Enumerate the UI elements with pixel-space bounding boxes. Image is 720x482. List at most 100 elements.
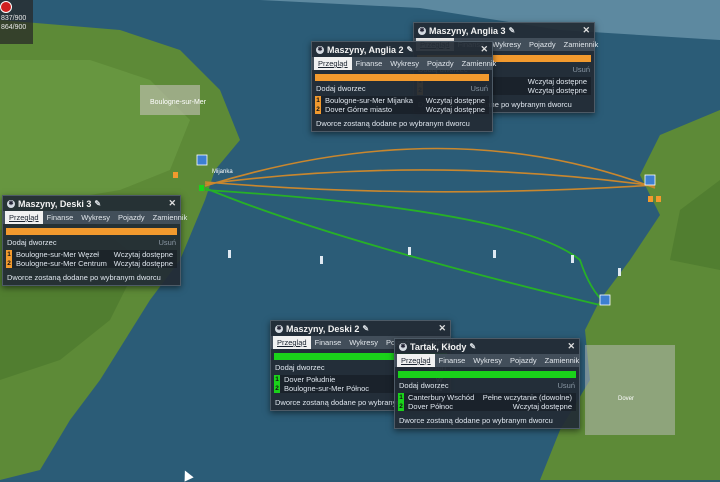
remove-station-button[interactable]: Usuń <box>470 84 488 93</box>
gear-icon: ✱ <box>275 324 283 333</box>
station-load-status[interactable]: Wczytaj dostępne <box>425 105 485 114</box>
panel-title: Maszyny, Deski 3 <box>18 198 92 209</box>
tab-4[interactable]: Zamiennik <box>544 356 580 365</box>
tab-1[interactable]: Finanse <box>438 356 466 365</box>
station-name: Dover Północ <box>408 402 454 411</box>
panel-note: Dworce zostaną dodane po wybranym dworcu <box>7 273 161 282</box>
gear-icon: ✱ <box>7 199 15 208</box>
panel-titlebar[interactable]: ✱Maszyny, Anglia 2✎ ✕ <box>312 42 492 57</box>
station-row[interactable]: 2 Dover Górne miasto Wczytaj dostępne <box>315 105 489 114</box>
station-number: 2 <box>6 259 12 268</box>
panel-title: Maszyny, Anglia 2 <box>327 44 404 55</box>
station-number: 2 <box>315 105 321 114</box>
panel-title: Maszyny, Anglia 3 <box>429 25 506 36</box>
remove-station-button[interactable]: Usuń <box>557 381 575 390</box>
station-name: Boulogne-sur-Mer Centrum <box>16 259 107 268</box>
route-color-bar <box>398 371 576 378</box>
station-row[interactable]: 2 Boulogne-sur-Mer Centrum Wczytaj dostępn… <box>6 259 177 268</box>
tab-0[interactable]: Przegląd <box>314 57 352 70</box>
station-row[interactable]: 1 Canterbury Wschód Pełne wczytanie (dowol… <box>398 393 576 402</box>
tab-3[interactable]: Pojazdy <box>426 59 454 68</box>
station-load-status[interactable]: Wczytaj dostępne <box>113 259 173 268</box>
hud-count-1: 837/900 <box>1 15 27 22</box>
panel-title: Tartak, Kłody <box>410 341 467 352</box>
tab-4[interactable]: Zamiennik <box>461 59 497 68</box>
panel-titlebar[interactable]: ✱Tartak, Kłody✎ ✕ <box>395 339 579 354</box>
panel-titlebar[interactable]: ✱Maszyny, Deski 2✎ ✕ <box>271 321 450 336</box>
station-load-status[interactable]: Wczytaj dostępne <box>512 402 572 411</box>
tab-0[interactable]: Przegląd <box>5 211 43 224</box>
tab-1[interactable]: Finanse <box>314 338 342 347</box>
tab-0[interactable]: Przegląd <box>397 354 435 367</box>
rename-icon[interactable]: ✎ <box>469 342 477 351</box>
close-icon[interactable]: ✕ <box>438 323 446 333</box>
tab-3[interactable]: Pojazdy <box>528 40 556 49</box>
station-load-status[interactable]: Pełne wczytanie (dowolne) <box>482 393 572 402</box>
station-load-status[interactable]: Wczytaj dostępne <box>113 250 173 259</box>
add-station-button[interactable]: Dodaj dworzec <box>399 381 449 390</box>
station-load-status[interactable]: Wczytaj dostępne <box>527 86 587 95</box>
alert-icon[interactable] <box>0 1 12 13</box>
gear-icon: ✱ <box>399 342 407 351</box>
add-station-row: Dodaj dworzec Usuń <box>395 381 579 391</box>
gear-icon: ✱ <box>418 26 426 35</box>
add-station-row: Dodaj dworzec Usuń <box>3 238 180 248</box>
tab-1[interactable]: Finanse <box>355 59 383 68</box>
tab-0[interactable]: Przegląd <box>273 336 311 349</box>
tab-1[interactable]: Finanse <box>46 213 74 222</box>
panel-titlebar[interactable]: ✱Maszyny, Deski 3✎ ✕ <box>3 196 180 211</box>
tab-2[interactable]: Wykresy <box>390 59 419 68</box>
rename-icon[interactable]: ✎ <box>362 324 370 333</box>
tab-2[interactable]: Wykresy <box>492 40 521 49</box>
tab-2[interactable]: Wykresy <box>349 338 378 347</box>
panel-note: Dworce zostaną dodane po wybranym dworcu <box>418 100 572 109</box>
add-station-button[interactable]: Dodaj dworzec <box>7 238 57 247</box>
hud-count-2: 864/900 <box>1 24 27 32</box>
close-icon[interactable]: ✕ <box>582 25 590 35</box>
map-label-mijanka: Mijanka <box>212 169 233 175</box>
add-station-button[interactable]: Dodaj dworzec <box>275 363 325 372</box>
tab-4[interactable]: Zamiennik <box>152 213 188 222</box>
station-number: 1 <box>398 393 404 402</box>
rename-icon[interactable]: ✎ <box>406 45 414 54</box>
gear-icon: ✱ <box>316 45 324 54</box>
route-color-bar <box>417 55 591 62</box>
close-icon[interactable]: ✕ <box>168 198 176 208</box>
tab-3[interactable]: Pojazdy <box>509 356 537 365</box>
station-name: Canterbury Wschód <box>408 393 475 402</box>
route-color-bar <box>315 74 489 81</box>
station-name: Dover Górne miasto <box>325 105 393 114</box>
station-load-status[interactable]: Wczytaj dostępne <box>527 77 587 86</box>
tab-2[interactable]: Wykresy <box>473 356 502 365</box>
tab-4[interactable]: Zamiennik <box>563 40 599 49</box>
add-station-row: Dodaj dworzec Usuń <box>312 84 492 94</box>
route-color-bar <box>6 228 177 235</box>
panel-note: Dworce zostaną dodane po wybranym dworcu <box>399 416 553 425</box>
panel-titlebar[interactable]: ✱Maszyny, Anglia 3✎ ✕ <box>414 23 594 38</box>
tab-3[interactable]: Pojazdy <box>117 213 145 222</box>
tab-2[interactable]: Wykresy <box>81 213 110 222</box>
rename-icon[interactable]: ✎ <box>508 26 516 35</box>
close-icon[interactable]: ✕ <box>567 341 575 351</box>
station-load-status[interactable]: Wczytaj dostępne <box>425 96 485 105</box>
remove-station-button[interactable]: Usuń <box>158 238 176 247</box>
map-label-dover: Dover <box>618 396 634 402</box>
rename-icon[interactable]: ✎ <box>94 199 102 208</box>
panel-title: Maszyny, Deski 2 <box>286 323 360 334</box>
close-icon[interactable]: ✕ <box>480 44 488 54</box>
station-number: 1 <box>6 250 12 259</box>
station-number: 1 <box>274 375 280 384</box>
add-station-button[interactable]: Dodaj dworzec <box>316 84 366 93</box>
station-name: Boulogne-sur-Mer Mijanka <box>325 96 413 105</box>
remove-station-button[interactable]: Usuń <box>572 65 590 74</box>
